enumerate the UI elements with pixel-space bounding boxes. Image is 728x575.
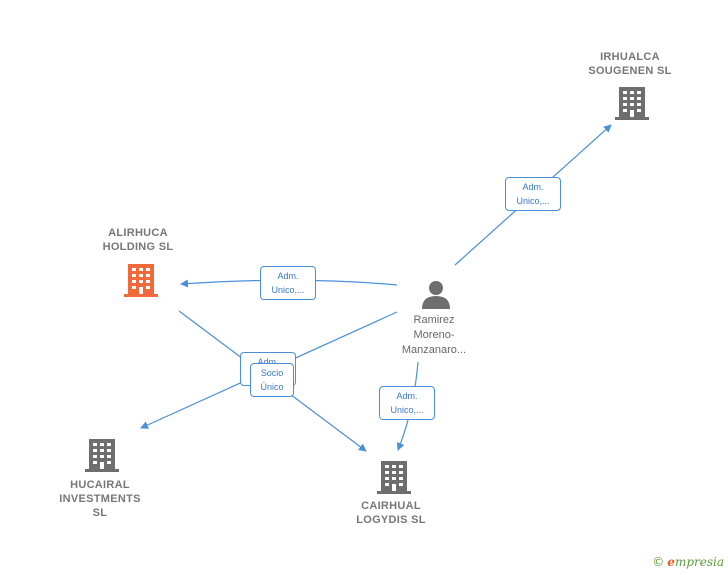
edge-label-to-alirhuca[interactable]: Adm. Unico,... bbox=[260, 266, 316, 300]
building-icon-highlight[interactable] bbox=[124, 262, 158, 298]
building-icon[interactable] bbox=[377, 459, 411, 495]
edge-label-to-irhualca[interactable]: Adm. Unico,... bbox=[505, 177, 561, 211]
node-label-hucairal: HUCAIRAL INVESTMENTS SL bbox=[59, 479, 141, 519]
building-icon[interactable] bbox=[615, 85, 649, 121]
empresia-logo: ©empresia bbox=[652, 555, 724, 569]
node-label-cairhual: CAIRHUAL LOGYDIS SL bbox=[356, 500, 426, 526]
node-label-alirhuca: ALIRHUCA HOLDING SL bbox=[102, 227, 174, 253]
building-icon[interactable] bbox=[85, 437, 119, 473]
edge-label-socio-unico[interactable]: Socio Único bbox=[250, 363, 294, 397]
brand-name: mpresia bbox=[674, 555, 724, 569]
person-icon[interactable] bbox=[421, 279, 451, 309]
edge-label-to-cairhual[interactable]: Adm. Unico,... bbox=[379, 386, 435, 420]
node-label-irhualca: IRHUALCA SOUGENEN SL bbox=[588, 51, 672, 77]
node-label-ramirez: Ramirez Moreno- Manzanaro... bbox=[401, 314, 467, 356]
copyright-icon: © bbox=[652, 555, 665, 569]
brand-initial: e bbox=[667, 555, 675, 569]
